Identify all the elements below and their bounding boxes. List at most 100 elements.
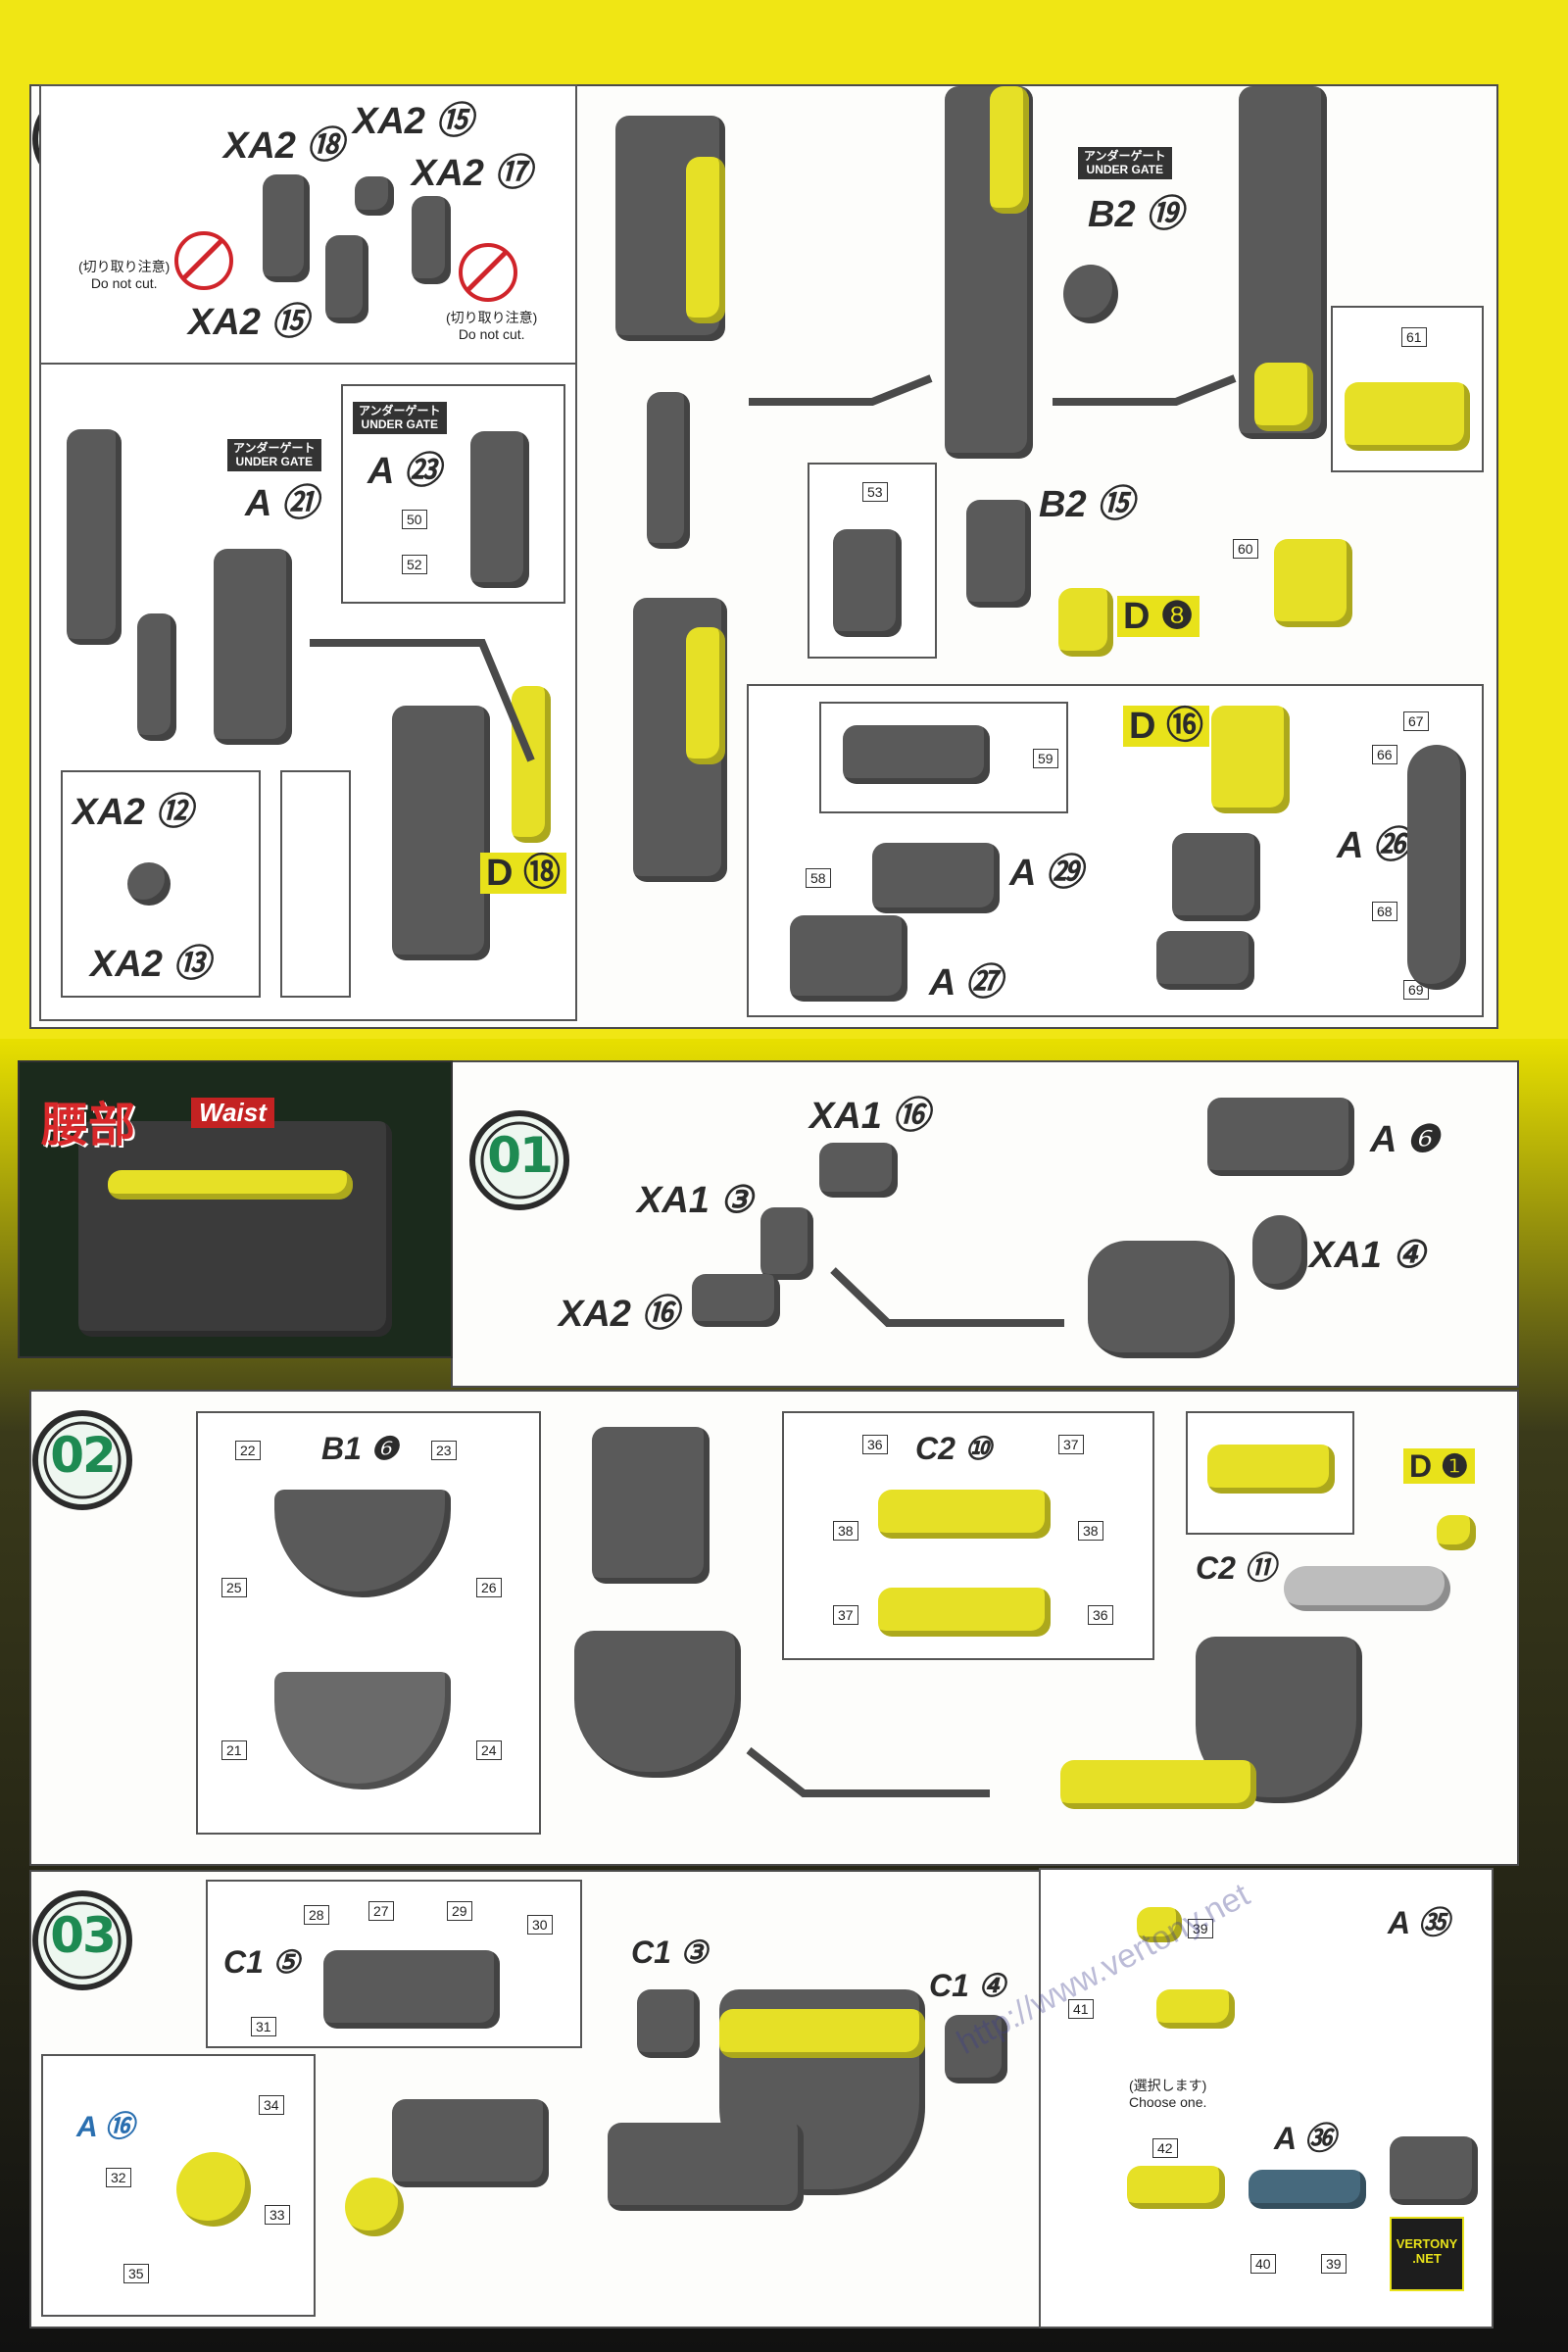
step-number-badge: 02 (24, 1399, 141, 1517)
thigh-frame-part (67, 429, 122, 645)
sticker-39-b: 39 (1321, 2254, 1347, 2274)
no-cut-icon (174, 231, 233, 290)
sticker-38: 38 (833, 1521, 858, 1541)
side-bracket-part (945, 2015, 1007, 2083)
sticker-66: 66 (1372, 745, 1397, 764)
sticker-34: 34 (259, 2095, 284, 2115)
core-disc-part (345, 2178, 404, 2236)
sticker-59: 59 (1033, 749, 1058, 768)
flow-arrow-icon (746, 1746, 990, 1797)
sticker-40: 40 (1250, 2254, 1276, 2274)
sticker-30: 30 (527, 1915, 553, 1935)
sticker-53: 53 (862, 482, 888, 502)
step-ring-icon (469, 1110, 569, 1210)
hip-joint-part (1088, 1241, 1235, 1358)
sticker-42: 42 (1152, 2138, 1178, 2158)
sticker-31: 31 (251, 2017, 276, 2036)
step-ring-icon (32, 1410, 132, 1510)
under-gate-en: UNDER GATE (361, 417, 438, 432)
part-label-c1-5: C1 ⑤ (223, 1944, 301, 1980)
part-label-c1-3: C1 ③ (631, 1935, 709, 1970)
hip-plate-part (1207, 1098, 1354, 1176)
sticker-41: 41 (1068, 1999, 1094, 2019)
sticker-35: 35 (123, 2264, 149, 2283)
waist-title-en: Waist (191, 1098, 274, 1128)
no-cut-note: (切り取り注意)Do not cut. (78, 259, 170, 292)
sticker-36: 36 (862, 1435, 888, 1454)
sticker-22: 22 (235, 1441, 261, 1460)
waist-title-jp: 腰部 (41, 1098, 136, 1152)
joint-part (137, 613, 176, 741)
under-gate-jp: アンダーゲート (233, 441, 316, 455)
part-label-a27: A ㉗ (929, 962, 1003, 1004)
card-part (1137, 1907, 1182, 1942)
part-label-xa2-12: XA2 ⑫ (73, 792, 193, 833)
foot-yellow-part (1211, 706, 1290, 813)
site-logo: VERTONY .NET (1390, 2217, 1464, 2291)
joint-part (355, 176, 394, 216)
part-label-d16: D ⑯ (1123, 706, 1210, 747)
part-label-xa2-15: XA2 ⑮ (353, 101, 473, 142)
belt-part (1060, 1760, 1256, 1809)
buckle-housing-part (608, 2123, 804, 2211)
thigh-armor-part (214, 549, 292, 745)
waist-photo (18, 1060, 453, 1358)
part-label-b1-6: B1 ❻ (321, 1431, 399, 1466)
part-label-xa1-3: XA1 ③ (637, 1180, 754, 1221)
part-label-a16: A ⑯ (76, 2111, 134, 2143)
sticker-68: 68 (1372, 902, 1397, 921)
sticker-28: 28 (304, 1905, 329, 1925)
logo-text: VERTONY .NET (1396, 2236, 1458, 2266)
joint-part (412, 196, 451, 284)
sticker-50: 50 (402, 510, 427, 529)
no-cut-en: Do not cut. (458, 325, 525, 342)
sole-part (1407, 745, 1466, 990)
part-label-d18: D ⑱ (480, 853, 567, 894)
part-label-a35: A ㉟ (1388, 1905, 1449, 1940)
waist-photo-buckle (108, 1170, 353, 1200)
part-label-xa2-17: XA2 ⑰ (412, 153, 532, 194)
thigh-yellow-part (686, 157, 725, 323)
part-label-xa2-15-b: XA2 ⑮ (188, 302, 309, 343)
flow-arrow-icon (830, 1267, 1064, 1327)
pelvis-part (574, 1631, 741, 1778)
sticker-67: 67 (1403, 711, 1429, 731)
part-label-a6: A ❻ (1370, 1119, 1440, 1160)
sticker-39: 39 (1188, 1919, 1213, 1938)
part-label-xa2-13: XA2 ⑬ (90, 944, 211, 985)
part-label-xa2-18: XA2 ⑱ (223, 125, 344, 167)
buckle-part (1437, 1515, 1476, 1550)
no-cut-en: Do not cut. (90, 274, 158, 291)
yellow-armor-part (512, 686, 551, 843)
part-label-a26: A ㉖ (1337, 825, 1410, 866)
sticker-58: 58 (806, 868, 831, 888)
sticker-29: 29 (447, 1901, 472, 1921)
knee-joint-part (647, 392, 690, 549)
part-label-xa2-16: XA2 ⑯ (559, 1294, 679, 1335)
belt-part (878, 1490, 1051, 1539)
sticker-27: 27 (368, 1901, 394, 1921)
part-label-xa1-4: XA1 ④ (1309, 1235, 1426, 1276)
part-label-d8: D ❽ (1117, 596, 1200, 637)
foot-yellow-part (1345, 382, 1470, 451)
buckle-housing-part (323, 1950, 500, 2029)
sticker-60: 60 (1233, 539, 1258, 559)
ankle-part (966, 500, 1031, 608)
sticker-26: 26 (476, 1578, 502, 1597)
sole-part (1156, 931, 1254, 990)
belt-part (1390, 2136, 1478, 2205)
sticker-32: 32 (106, 2168, 131, 2187)
sticker-25: 25 (221, 1578, 247, 1597)
step-number: 01 (487, 1127, 554, 1184)
part-label-b2-19: B2 ⑲ (1088, 194, 1184, 235)
thigh-armor-part (470, 431, 529, 588)
part-label-c1-4: C1 ④ (929, 1968, 1006, 2003)
lower-leg-yellow (1254, 363, 1313, 431)
step-number: 02 (50, 1427, 117, 1484)
foot-yellow-part (1274, 539, 1352, 627)
toe-part (872, 843, 1000, 913)
waist-photo-body (78, 1121, 392, 1337)
